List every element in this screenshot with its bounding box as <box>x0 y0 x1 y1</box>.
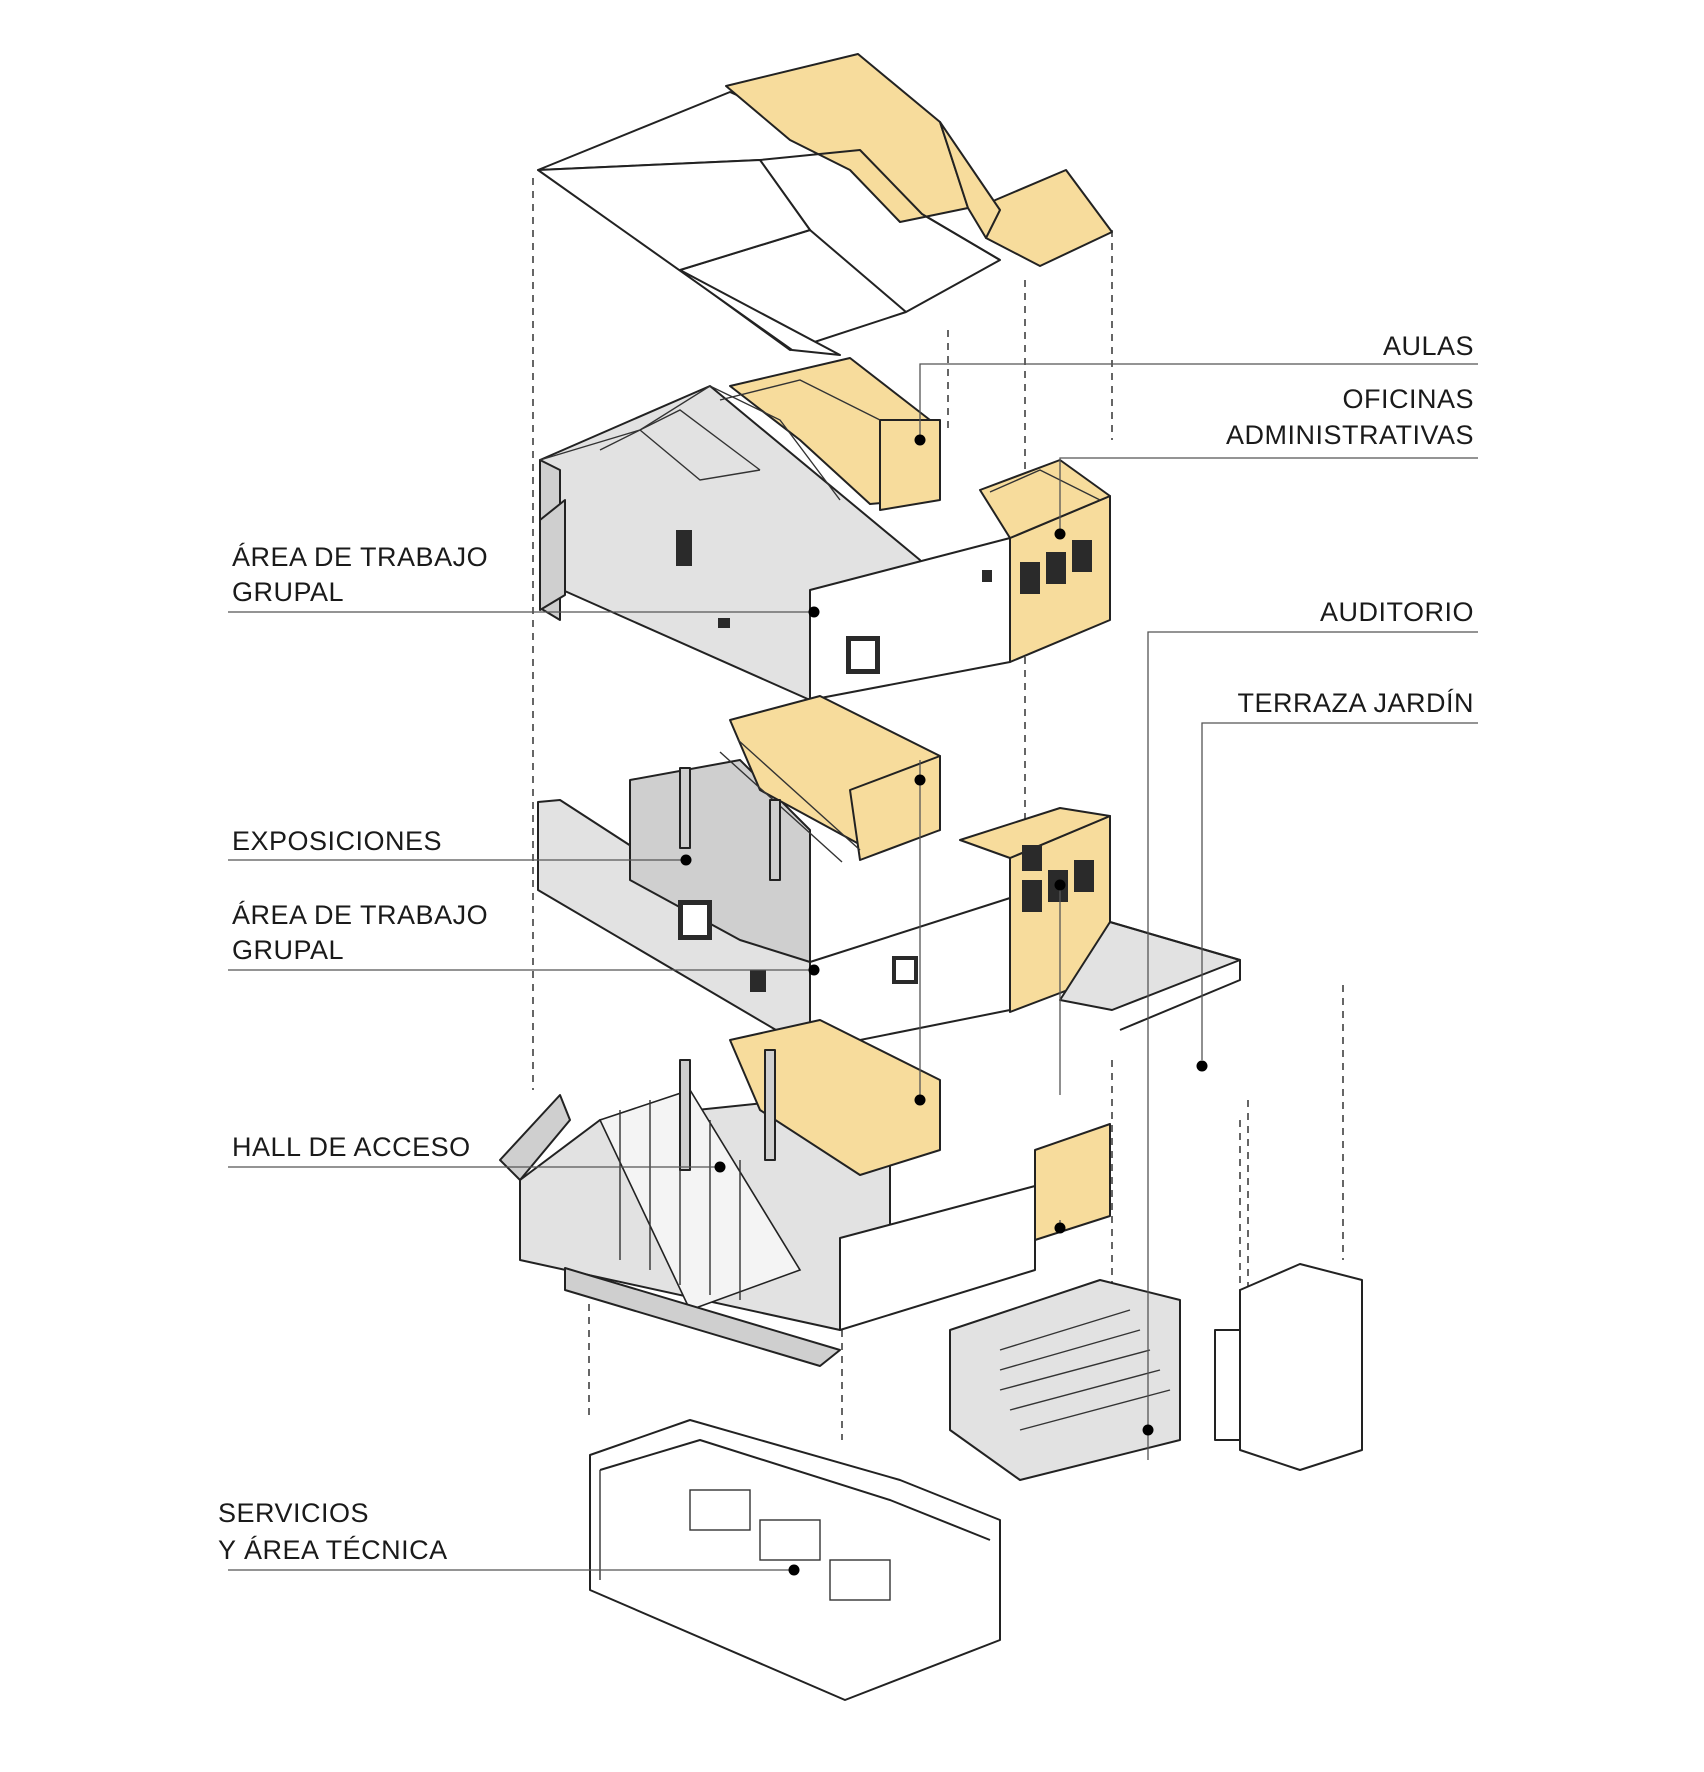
basement-level <box>589 1263 1363 1701</box>
dot-oficinas-ground <box>1054 1222 1066 1234</box>
aulas-ground-volume <box>729 1019 941 1176</box>
label-oficinas-line2: ADMINISTRATIVAS <box>1226 420 1474 450</box>
ground-floor-level <box>499 1019 1111 1367</box>
dot-terraza <box>1196 1060 1208 1072</box>
label-exposiciones: EXPOSICIONES <box>232 826 442 856</box>
marker-dots <box>680 434 1208 1576</box>
label-terraza: TERRAZA JARDÍN <box>1237 688 1474 718</box>
label-servicios-line2: Y ÁREA TÉCNICA <box>218 1535 448 1565</box>
label-auditorio: AUDITORIO <box>1320 597 1474 627</box>
dot-hall <box>714 1161 726 1173</box>
dot-servicios <box>788 1564 800 1576</box>
label-trabajo-top-line2: GRUPAL <box>232 577 344 607</box>
dot-aulas-ground <box>914 1094 926 1106</box>
auditorium-seating <box>999 1309 1171 1431</box>
label-aulas: AULAS <box>1383 331 1474 361</box>
label-trabajo-mid-line2: GRUPAL <box>232 935 344 965</box>
dot-aulas-mid <box>914 774 926 786</box>
roof-level <box>537 53 1113 356</box>
label-oficinas-line1: OFICINAS <box>1342 384 1474 414</box>
dot-aulas-top <box>914 434 926 446</box>
dot-oficinas-mid <box>1054 879 1066 891</box>
dot-oficinas-top <box>1054 528 1066 540</box>
dot-exposiciones <box>680 854 692 866</box>
label-hall: HALL DE ACCESO <box>232 1132 471 1162</box>
top-floor-level <box>539 357 1111 701</box>
labels: AULAS OFICINAS ADMINISTRATIVAS ÁREA DE T… <box>218 331 1474 1565</box>
leader-lines <box>228 363 1478 1571</box>
dot-auditorio <box>1142 1424 1154 1436</box>
oficinas-ground-volume <box>1034 1123 1111 1241</box>
label-servicios-line1: SERVICIOS <box>218 1498 369 1528</box>
dot-trabajo-top <box>808 606 820 618</box>
label-trabajo-top-line1: ÁREA DE TRABAJO <box>232 542 488 572</box>
label-trabajo-mid-line1: ÁREA DE TRABAJO <box>232 900 488 930</box>
roof-highlight-aulas <box>725 53 969 223</box>
middle-floor-level <box>537 695 1241 1051</box>
dot-trabajo-mid <box>808 964 820 976</box>
roof-highlight-oficinas <box>985 169 1113 267</box>
